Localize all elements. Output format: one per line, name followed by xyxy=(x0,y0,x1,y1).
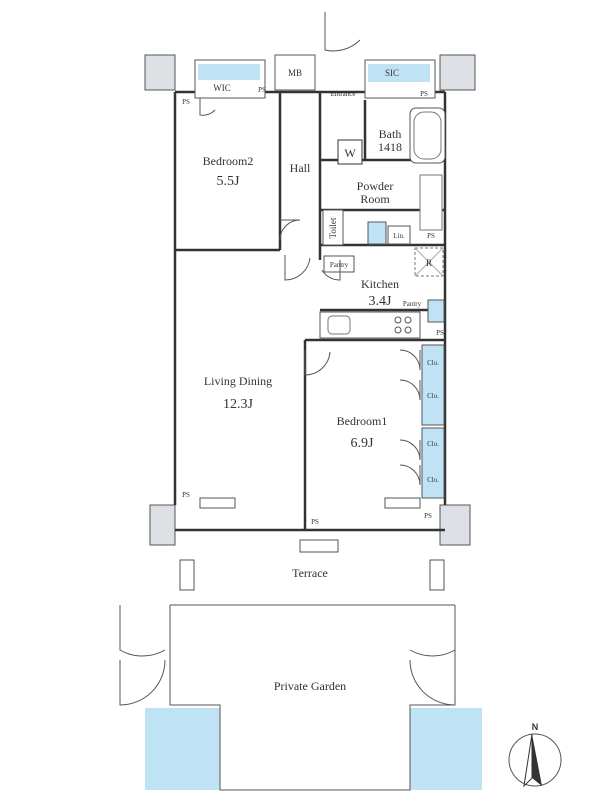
bathtub xyxy=(409,107,446,164)
bedroom2-name: Bedroom2 xyxy=(203,154,254,168)
kitchen-name: Kitchen xyxy=(361,277,399,291)
ps-label-4: PS xyxy=(427,232,435,240)
refrigerator-box xyxy=(414,247,444,277)
terrace-ac-units xyxy=(179,559,445,591)
garden-pond-right xyxy=(410,708,482,790)
pantry-small-label: Pantry xyxy=(330,261,349,269)
doors xyxy=(119,12,456,706)
washer-box xyxy=(337,139,363,165)
bedroom1-size: 6.9J xyxy=(351,436,375,451)
bath-name: Bath xyxy=(379,127,402,141)
pantry-small-box xyxy=(323,255,355,273)
window-sashes xyxy=(199,497,421,553)
linen-box xyxy=(387,225,411,245)
terrace-name: Terrace xyxy=(292,566,328,580)
ps-label-6: PS xyxy=(182,491,190,499)
living-dining-name: Living Dining xyxy=(204,374,272,388)
private-garden-area xyxy=(169,604,456,791)
bedroom2-size: 5.5J xyxy=(217,174,241,189)
compass-north-label: N xyxy=(532,722,539,732)
pantry-kitchen-label: Pantry xyxy=(403,300,422,308)
hall-name: Hall xyxy=(290,161,311,175)
interior-walls xyxy=(173,90,447,532)
ps-label-8: PS xyxy=(424,512,432,520)
ps-label-2: PS xyxy=(258,86,266,94)
toilet-fixture xyxy=(322,209,387,246)
mb-label: MB xyxy=(288,68,302,78)
kitchen-counter xyxy=(319,299,445,339)
ps-label-3: PS xyxy=(420,90,428,98)
vanity xyxy=(419,174,443,231)
closet-label-2: Clo. xyxy=(427,392,439,400)
bedroom1-closets xyxy=(421,344,445,499)
ps-label-7: PS xyxy=(311,518,319,526)
lin-label: Lin. xyxy=(393,232,405,240)
powder-room-name: Powder xyxy=(357,179,394,193)
closet-label-4: Clo. xyxy=(427,476,439,484)
kitchen-size: 3.4J xyxy=(369,294,393,309)
entrance-label: Entrance xyxy=(331,90,356,98)
living-dining-size: 12.3J xyxy=(223,397,254,412)
closet-label-1: Clo. xyxy=(427,359,439,367)
bedroom1-name: Bedroom1 xyxy=(337,414,388,428)
closet-label-3: Clo. xyxy=(427,440,439,448)
refrigerator-label: R xyxy=(426,258,432,268)
ps-label-1: PS xyxy=(182,98,190,106)
top-storage xyxy=(194,54,436,99)
garden-pond-left xyxy=(145,708,220,790)
toilet-name: Toilet xyxy=(328,217,338,238)
wic-label: WIC xyxy=(213,83,231,93)
sic-label: SIC xyxy=(385,68,399,78)
compass: N xyxy=(508,722,562,788)
ps-label-5: PS xyxy=(436,329,444,337)
bath-size: 1418 xyxy=(378,140,402,154)
washer-label: W xyxy=(344,146,356,160)
exterior-walls xyxy=(144,54,476,546)
powder-room-name2: Room xyxy=(360,192,390,206)
private-garden-name: Private Garden xyxy=(274,679,346,693)
